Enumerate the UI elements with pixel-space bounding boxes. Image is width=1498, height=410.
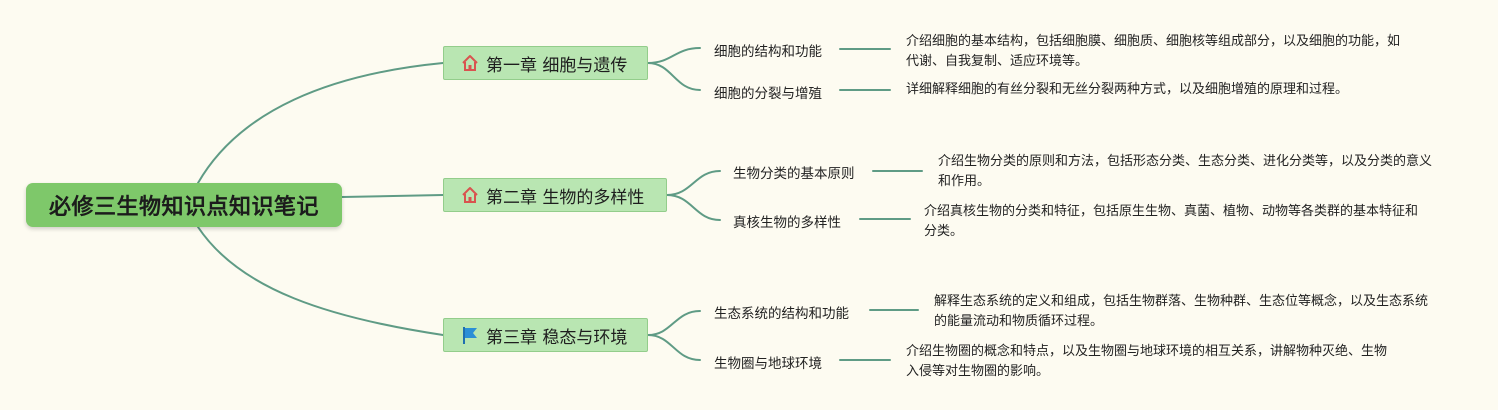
connector-chapter-2-topic-2 [666, 194, 721, 221]
chapter-node-2[interactable]: 第二章 生物的多样性 [443, 178, 667, 212]
connector-chapter-2-topic-1 [666, 170, 721, 196]
connector-root-chapter-3 [197, 226, 444, 336]
topic-node[interactable]: 生物分类的基本原则 [733, 166, 855, 182]
topic-description: 介绍真核生物的分类和特征，包括原生生物、真菌、植物、动物等各类群的基本特征和分类… [924, 204, 1419, 239]
connector-chapter-3-topic-2 [647, 334, 701, 361]
chapter-title: 第三章 稳态与环境 [486, 327, 628, 348]
topic-node[interactable]: 生物圈与地球环境 [714, 356, 822, 372]
topic-node[interactable]: 细胞的结构和功能 [714, 44, 822, 60]
topic-description: 介绍细胞的基本结构，包括细胞膜、细胞质、细胞核等组成部分，以及细胞的功能，如代谢… [906, 34, 1401, 69]
topic-node[interactable]: 细胞的分裂与增殖 [714, 86, 822, 102]
root-title: 必修三生物知识点知识笔记 [48, 195, 319, 220]
topic-description: 解释生态系统的定义和组成，包括生物群落、生物种群、生态位等概念，以及生态系统的能… [934, 294, 1429, 329]
connector-chapter-1-topic-1 [647, 47, 701, 64]
flag-icon [460, 325, 480, 345]
home-icon [460, 185, 480, 205]
topic-description: 介绍生物圈的概念和特点，以及生物圈与地球环境的相互关系，讲解物种灭绝、生物入侵等… [906, 344, 1388, 379]
connector-root-chapter-2 [341, 194, 444, 198]
home-icon [460, 53, 480, 73]
chapter-node-3[interactable]: 第三章 稳态与环境 [443, 318, 648, 352]
connector-chapter-1-topic-2 [647, 62, 701, 91]
connector-chapter-3-topic-1 [647, 310, 701, 336]
connector-root-chapter-1 [197, 62, 444, 184]
chapter-node-1[interactable]: 第一章 细胞与遗传 [443, 46, 648, 80]
topic-node[interactable]: 真核生物的多样性 [733, 215, 841, 231]
chapter-title: 第一章 细胞与遗传 [486, 55, 628, 76]
topic-description: 详细解释细胞的有丝分裂和无丝分裂两种方式，以及细胞增殖的原理和过程。 [906, 82, 1349, 97]
root-node[interactable]: 必修三生物知识点知识笔记 [26, 183, 342, 227]
topic-node[interactable]: 生态系统的结构和功能 [714, 306, 849, 322]
topic-description: 介绍生物分类的原则和方法，包括形态分类、生态分类、进化分类等，以及分类的意义和作… [938, 154, 1433, 189]
chapter-title: 第二章 生物的多样性 [486, 187, 645, 208]
